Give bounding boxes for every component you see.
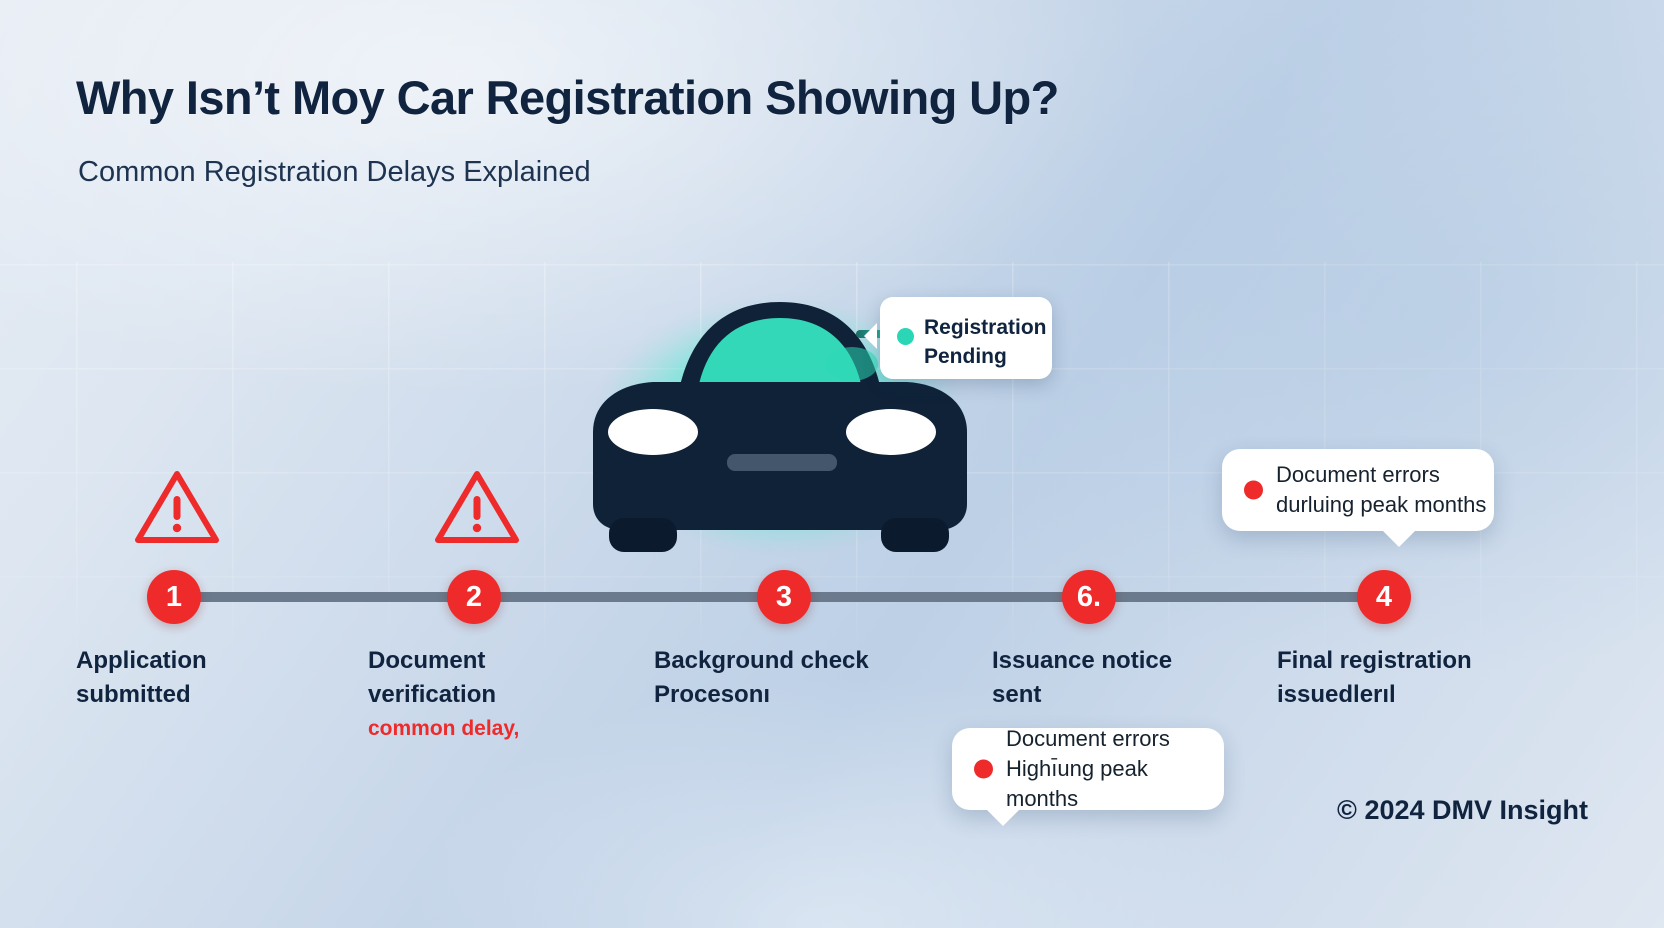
step-2-delay-note: common delay,	[368, 717, 520, 740]
step-2-badge: 2	[447, 570, 501, 624]
step-2-label: Document verification	[368, 647, 497, 709]
warning-triangle-1-icon	[134, 468, 220, 551]
callout-top-tail	[1382, 530, 1416, 547]
step-1-badge: 1	[147, 570, 201, 624]
car-illustration	[567, 272, 993, 574]
callout-bottom-text: Document errors Highı̄ung peak months	[1006, 726, 1170, 811]
copyright-notice: © 2024 DMV Insight	[1337, 795, 1588, 825]
car-icon	[593, 302, 967, 552]
warning-triangle-2-icon	[434, 468, 520, 551]
step-1-label: Application submitted	[76, 647, 207, 709]
step-6-label: Issuance notice sent	[992, 647, 1173, 709]
callout-top-text: Document errors durluing peak months	[1276, 462, 1487, 517]
step-6-badge: 6.	[1062, 570, 1116, 624]
registration-status-tag: Registration Pending	[864, 297, 1052, 379]
page-title: Why Isn’t Moy Car Registration Showing U…	[76, 71, 1059, 124]
status-tag-label: Registration Pending	[924, 316, 1047, 368]
page-subtitle: Common Registration Delays Explained	[78, 156, 591, 188]
callout-dot-icon	[1244, 480, 1263, 500]
status-dot-icon	[897, 328, 914, 345]
callout-dot-icon	[974, 759, 993, 779]
callout-document-errors-bottom: Document errors Highı̄ung peak months	[952, 726, 1224, 826]
step-3-badge: 3	[757, 570, 811, 624]
callout-document-errors-top: Document errors durluing peak months	[1222, 449, 1494, 547]
step-4-badge: 4	[1357, 570, 1411, 624]
step-3-label: Background check Procesonı	[654, 647, 869, 709]
callout-bottom-tail	[986, 809, 1020, 826]
step-4-label: Final registration issuedlerıl	[1277, 647, 1472, 709]
